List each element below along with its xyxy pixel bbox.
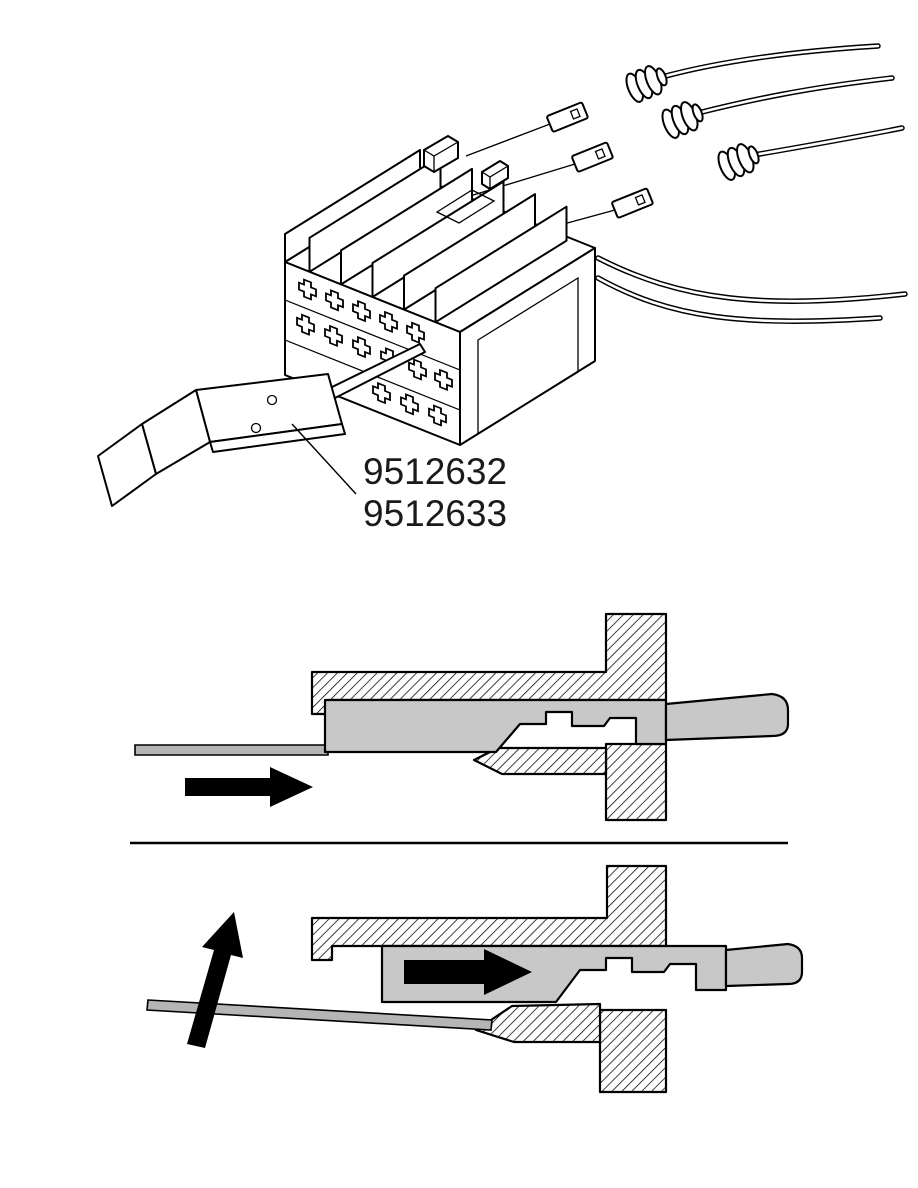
- cross-section-insert-tool: [134, 612, 790, 822]
- wire-highlight: [596, 256, 907, 303]
- part-number-2-label: 9512633: [363, 493, 507, 534]
- tool-hole: [266, 394, 278, 406]
- crimp-terminal-pin: [546, 101, 589, 133]
- terminal-wire: [664, 692, 790, 742]
- housing-top-opening: [435, 189, 496, 224]
- wire-seal: [625, 65, 668, 103]
- crimp-terminal-pin: [611, 187, 654, 219]
- wire-highlight: [660, 44, 880, 79]
- wires: [595, 43, 908, 324]
- crimp-terminal-pin: [571, 141, 614, 173]
- removal-tool: [97, 343, 426, 507]
- tool-tail: [97, 423, 157, 507]
- wire-highlight: [596, 276, 882, 323]
- wire-seal: [717, 143, 760, 181]
- locking-wedge: [472, 746, 608, 776]
- wire-highlight: [696, 76, 894, 115]
- housing-section-lower: [598, 1008, 668, 1094]
- release-tool-rod: [146, 999, 493, 1031]
- housing-latch-tab: [481, 160, 509, 190]
- tool-hole: [250, 422, 262, 434]
- wire: [659, 43, 881, 80]
- cross-section-release-terminal: [146, 864, 804, 1094]
- part-number-1-label: 9512632: [363, 451, 507, 492]
- housing-section-lower: [604, 742, 668, 822]
- housing-latch-tab: [423, 135, 459, 173]
- terminal-wire: [724, 942, 804, 988]
- wire: [595, 255, 908, 304]
- leader-line: [291, 423, 357, 495]
- connector-housing: [284, 135, 596, 446]
- wire-seal: [661, 101, 704, 139]
- housing-section-upper: [310, 864, 668, 962]
- wire: [695, 75, 895, 116]
- wire-highlight: [752, 126, 904, 157]
- pry-up-arrow-icon: [187, 912, 243, 1048]
- housing-side-face: [459, 247, 596, 446]
- housing-side-panel: [477, 276, 579, 436]
- locking-wedge-pried: [474, 1002, 602, 1044]
- insert-direction-arrow-icon: [185, 767, 313, 807]
- connector-assembly-figure: 9512632 9512633: [97, 43, 908, 534]
- terminal-release-arrow-icon: [404, 949, 532, 995]
- release-tool-rod: [134, 744, 329, 756]
- terminal-body: [323, 698, 668, 754]
